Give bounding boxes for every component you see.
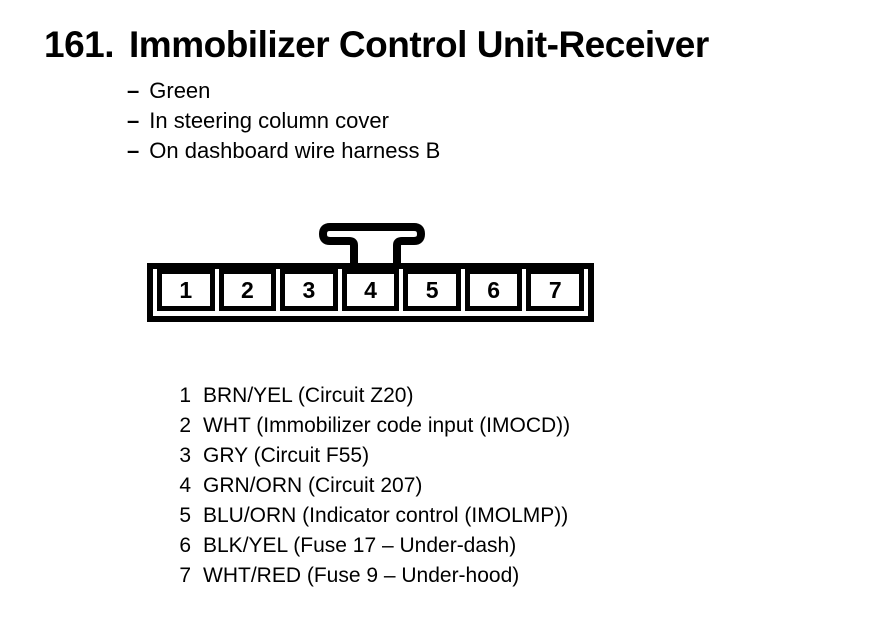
note-text: Green (149, 78, 211, 103)
pin-description: BLK/YEL (Fuse 17 – Under-dash) (203, 534, 517, 557)
pin-number: 4 (179, 474, 191, 497)
pin-description: GRY (Circuit F55) (203, 444, 370, 467)
connector-pin-5: 5 (403, 269, 461, 311)
notes-list: – Green – In steering column cover – On … (127, 76, 440, 166)
pinout-row: 1 BRN/YEL (Circuit Z20) (177, 381, 570, 411)
connector-pin-4: 4 (341, 269, 400, 311)
pin-description: WHT/RED (Fuse 9 – Under-hood) (203, 564, 520, 587)
pin-cavity-label: 7 (548, 276, 562, 303)
connector-pin-7: 7 (526, 269, 585, 311)
note-item: – On dashboard wire harness B (127, 136, 440, 166)
dash-bullet: – (127, 78, 140, 103)
pin-cavity-label: 3 (302, 276, 316, 303)
pinout-row: 7 WHT/RED (Fuse 9 – Under-hood) (177, 561, 570, 591)
pin-description: WHT (Immobilizer code input (IMOCD)) (203, 414, 571, 437)
pinout-list: 1 BRN/YEL (Circuit Z20) 2 WHT (Immobiliz… (177, 381, 570, 591)
page-title: 161. Immobilizer Control Unit-Receiver (44, 24, 709, 66)
connector-pin-6: 6 (464, 269, 523, 311)
pin-number: 1 (179, 384, 191, 407)
note-item: – In steering column cover (127, 106, 440, 136)
pin-description: BRN/YEL (Circuit Z20) (203, 384, 414, 407)
connector-shell: 1 2 3 4 5 6 7 (147, 263, 594, 322)
connector-pin-2: 2 (218, 269, 277, 311)
connector-latch-icon (319, 223, 425, 263)
pin-cavity-label: 4 (364, 276, 377, 303)
pin-description: BLU/ORN (Indicator control (IMOLMP)) (203, 504, 569, 527)
pinout-row: 4 GRN/ORN (Circuit 207) (177, 471, 570, 501)
pinout-row: 6 BLK/YEL (Fuse 17 – Under-dash) (177, 531, 570, 561)
pin-cavity-label: 5 (425, 276, 439, 303)
pin-number: 5 (179, 504, 191, 527)
connector-pin-1: 1 (157, 269, 215, 311)
dash-bullet: – (127, 138, 140, 163)
pinout-row: 5 BLU/ORN (Indicator control (IMOLMP)) (177, 501, 570, 531)
pin-cavity-label: 6 (487, 276, 501, 303)
pin-number: 3 (179, 444, 191, 467)
note-text: In steering column cover (149, 108, 389, 133)
pinout-row: 2 WHT (Immobilizer code input (IMOCD)) (177, 411, 570, 441)
pin-cavity-label: 1 (179, 276, 193, 303)
section-title: Immobilizer Control Unit-Receiver (129, 24, 709, 65)
dash-bullet: – (127, 108, 140, 133)
pin-number: 2 (179, 414, 191, 437)
connector-pin-3: 3 (280, 269, 338, 311)
pin-number: 6 (179, 534, 191, 557)
pin-number: 7 (179, 564, 191, 587)
note-item: – Green (127, 76, 440, 106)
pinout-row: 3 GRY (Circuit F55) (177, 441, 570, 471)
note-text: On dashboard wire harness B (149, 138, 441, 163)
section-number: 161. (44, 24, 115, 65)
pin-cavity-label: 2 (240, 276, 254, 303)
pin-description: GRN/ORN (Circuit 207) (203, 474, 423, 497)
